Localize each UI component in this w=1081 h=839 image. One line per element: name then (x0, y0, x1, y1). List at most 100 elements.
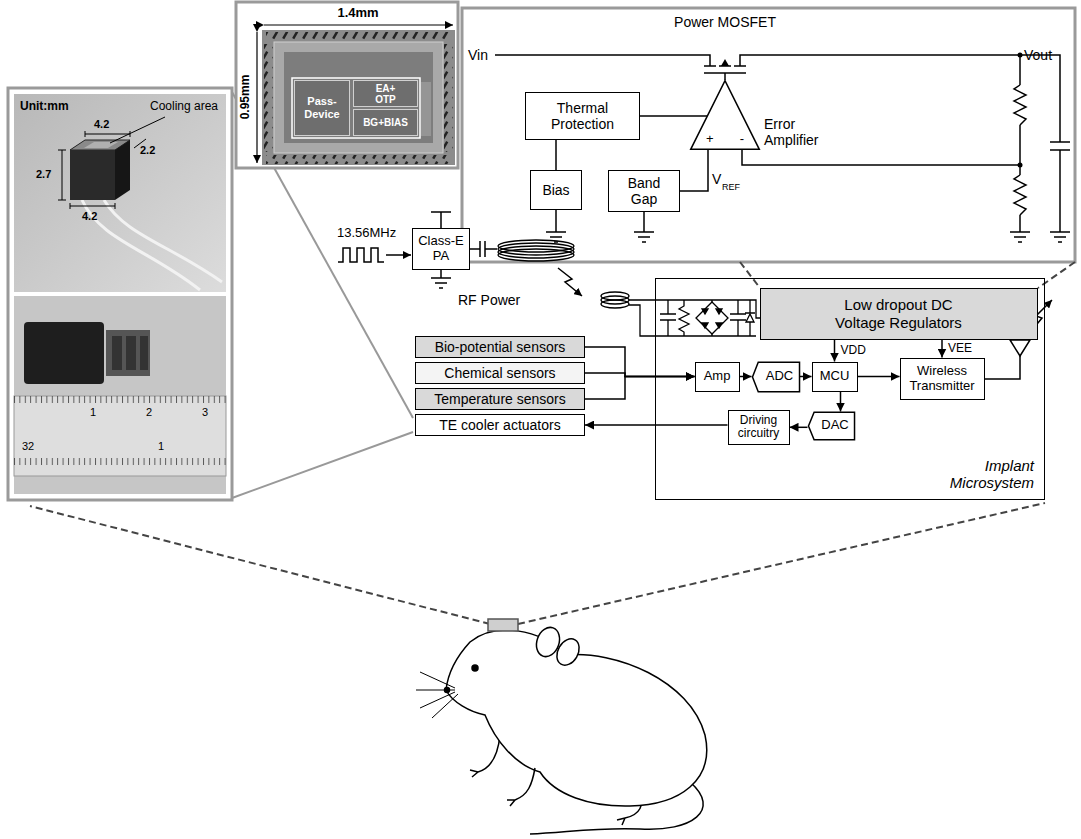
signal-connector (790, 427, 808, 429)
node-text: Temperature sensors (434, 391, 566, 407)
dimension-line (85, 131, 86, 137)
dimension: 2.7 (36, 168, 51, 181)
node-text: EA+ OTP (371, 83, 401, 105)
node-text: Thermal Protection (530, 100, 635, 132)
rectifier (702, 323, 708, 328)
device-photo (112, 336, 122, 370)
rat-illustration (416, 672, 458, 718)
circuit-block: Bias (530, 170, 582, 210)
signal-connector (840, 392, 842, 412)
ground-symbol (1050, 232, 1070, 242)
zoom-line (30, 506, 490, 624)
zoom-line (30, 262, 1075, 624)
signal-subscript: REF (722, 182, 740, 192)
dimension: 1.4mm (337, 6, 378, 21)
schematic-wire (431, 212, 451, 228)
node-text: Pass-Device (297, 95, 347, 120)
signal-name: Vin (468, 47, 488, 63)
coil (601, 300, 629, 308)
schematic-wire (470, 241, 497, 257)
dimension: 0.95mm (239, 75, 253, 120)
rf-lightning (558, 268, 582, 296)
dimension-arrow (264, 24, 453, 25)
node-text: Class-E PA (416, 234, 466, 264)
schematic-wire (742, 150, 1020, 165)
schematic-wire (724, 73, 726, 80)
signal-connector (941, 340, 943, 358)
coil (498, 246, 574, 258)
rectifier (660, 300, 676, 336)
schematic-wire (555, 210, 557, 232)
device-photo (106, 330, 150, 376)
ruler-number: 1 (158, 440, 164, 453)
rectifier (696, 302, 728, 334)
te-cooler-photo (115, 140, 130, 200)
schematic-wire (440, 270, 442, 278)
dimension: 2.2 (140, 144, 155, 157)
signal-connector (585, 424, 728, 426)
device-photo (24, 322, 104, 384)
die-photo (264, 44, 273, 152)
ground-symbol (1010, 232, 1030, 242)
signal-name: Vout (1024, 47, 1052, 63)
frequency-label: 13.56MHz (337, 226, 396, 241)
node-text: Error Amplifier (764, 116, 844, 148)
rectifier (716, 323, 722, 328)
rectifier (745, 300, 755, 336)
die-photo (262, 30, 455, 165)
photo-panel (8, 88, 232, 500)
rectifier (711, 300, 712, 336)
node-text: Chemical sensors (444, 365, 555, 381)
dimension-line (58, 117, 165, 209)
rectifier (730, 300, 746, 336)
rectifier (679, 300, 689, 336)
dimension-line (58, 200, 66, 201)
signal-connector (680, 150, 708, 191)
clock-signal (386, 254, 411, 256)
part-name: Power MOSFET (674, 14, 776, 30)
node-text: ADC (766, 369, 793, 384)
schematic-wire (1014, 85, 1026, 125)
dimension-arrow (257, 25, 453, 163)
signal-connector (640, 115, 707, 117)
rat-illustration (488, 619, 518, 631)
device-photo (24, 322, 150, 384)
node-text: Band Gap (624, 175, 664, 207)
antenna (985, 356, 1020, 379)
device-photo (140, 336, 148, 370)
die-photo (421, 82, 431, 136)
node-text: Implant Microsystem (934, 457, 1034, 492)
rat-illustration (552, 635, 583, 669)
node-text: BG+BIAS (363, 117, 408, 128)
signal-connector (858, 376, 900, 378)
zoom-line (518, 503, 1045, 624)
ground-symbol (431, 232, 1070, 288)
die-photo (236, 2, 458, 168)
ruler (14, 396, 226, 476)
ruler-number: 3 (202, 406, 208, 419)
rat-illustration (470, 735, 500, 777)
ruler-number: 1 (90, 406, 96, 419)
signal-connector (555, 140, 557, 170)
schematic-wire (495, 55, 710, 66)
schematic-wire (495, 55, 1070, 232)
mosfet-arrow (721, 59, 729, 66)
te-cooler-photo (104, 200, 222, 282)
node-text: Wireless Transmitter (904, 364, 981, 394)
die-photo (292, 78, 420, 138)
dimension-line (115, 203, 116, 209)
circuit-block: MCU (812, 362, 858, 392)
photo-panel (14, 94, 226, 292)
sensor-box: Temperature sensors (415, 388, 585, 410)
dimension-line (85, 134, 130, 135)
circuit-block: Amp (695, 362, 740, 392)
die-block: EA+ OTP (353, 80, 418, 107)
rectifier (716, 309, 722, 314)
ruler (14, 458, 226, 465)
schematic-wire (1019, 215, 1021, 232)
node-text: Driving circuitry (732, 414, 786, 442)
dimension-line (70, 206, 115, 207)
dimension: 4.2 (94, 118, 109, 131)
dimension-line (70, 203, 71, 209)
dimension-line (62, 150, 63, 200)
